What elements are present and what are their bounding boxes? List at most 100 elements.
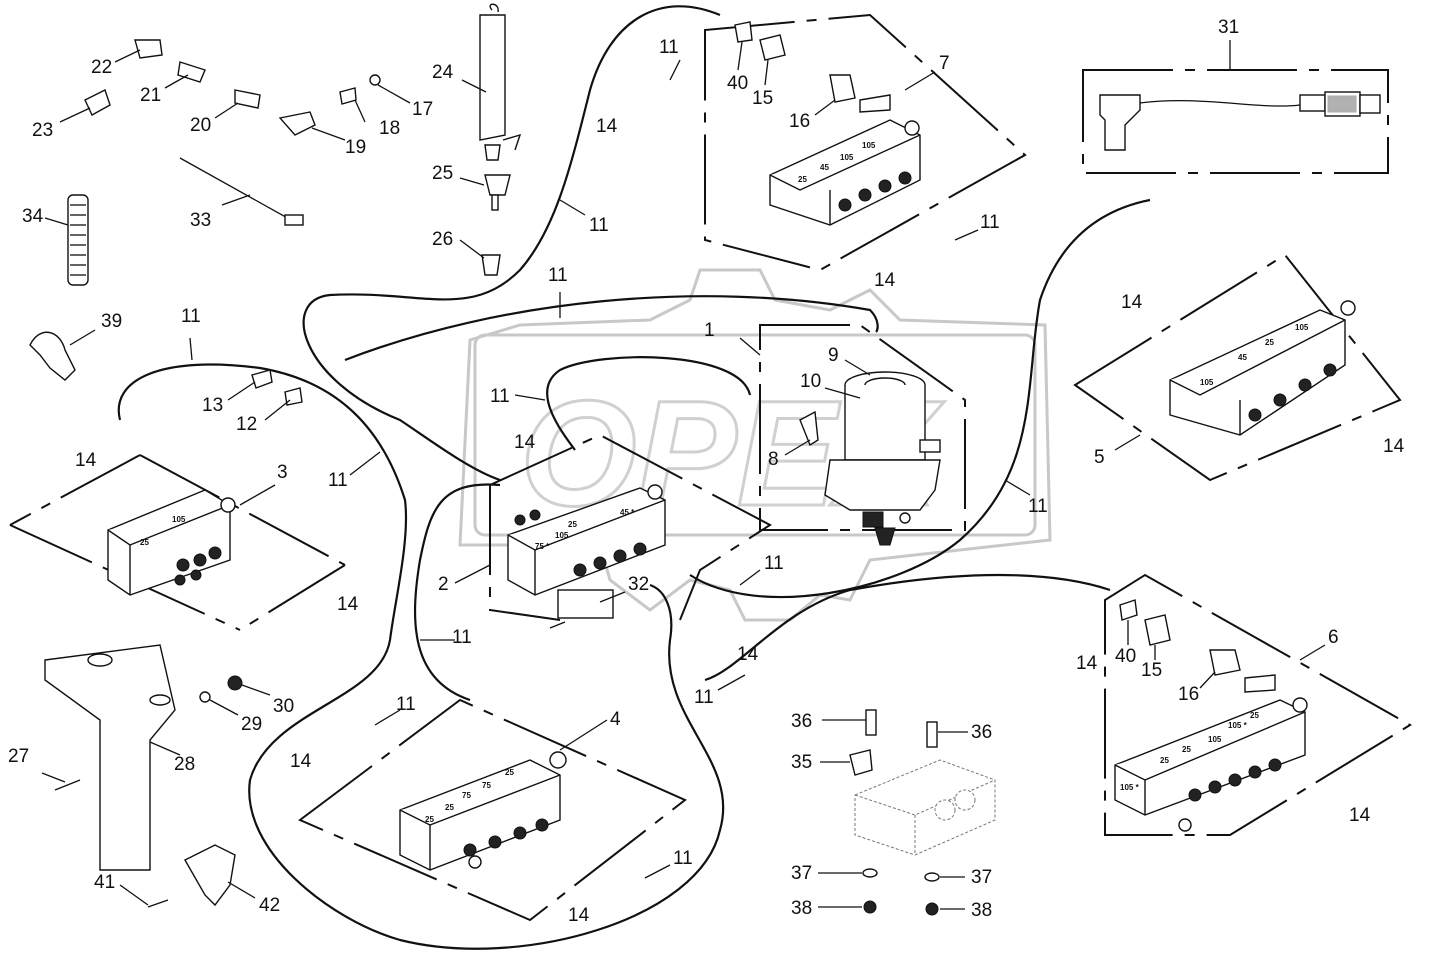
- callout-labels: 1 2 3 4 5 6 7 8 9 10 11 11 11 11 11 11 1…: [8, 17, 1405, 926]
- callout-42: 42: [259, 895, 280, 916]
- callout-38-a: 38: [791, 898, 812, 919]
- block-2-label-1: 45 *: [620, 508, 635, 517]
- callout-38-b: 38: [971, 900, 992, 921]
- callout-14-d: 14: [1383, 436, 1405, 457]
- block-6-label-4: 25: [1182, 745, 1191, 754]
- callout-28: 28: [174, 754, 195, 775]
- assembly-frames: [9, 13, 1412, 922]
- callout-41: 41: [94, 872, 115, 893]
- callout-1: 1: [704, 320, 715, 341]
- callout-11-k: 11: [694, 687, 714, 708]
- block-3-label-1: 105: [172, 515, 186, 524]
- block-4-label-5: 25: [425, 815, 434, 824]
- callout-14-k: 14: [290, 751, 312, 772]
- block-5-label-2: 25: [1265, 338, 1274, 347]
- callout-16-b: 16: [1178, 684, 1199, 705]
- callout-11-j: 11: [452, 627, 472, 648]
- callout-14-f: 14: [1349, 805, 1371, 826]
- callout-25: 25: [432, 163, 453, 184]
- block-4-label-4: 25: [445, 803, 454, 812]
- callout-9: 9: [828, 345, 839, 366]
- block-6-label-5: 25: [1160, 756, 1169, 765]
- callout-14-g: 14: [514, 432, 536, 453]
- block-7-label-3: 45: [820, 163, 829, 172]
- block-5-label-1: 105: [1295, 323, 1309, 332]
- block-7-label-2: 105: [840, 153, 854, 162]
- callout-22: 22: [91, 57, 112, 78]
- callout-19: 19: [345, 137, 366, 158]
- distributor-block-4: 25 75 75 25 25: [399, 751, 567, 871]
- callout-33: 33: [190, 210, 211, 231]
- callout-14-j: 14: [737, 644, 759, 665]
- callout-7: 7: [939, 53, 950, 74]
- callout-36-a: 36: [791, 711, 812, 732]
- callout-14-i: 14: [337, 594, 359, 615]
- callout-2: 2: [438, 574, 449, 595]
- callout-14-c: 14: [1121, 292, 1143, 313]
- block-6-label-2: 105 *: [1228, 721, 1248, 730]
- ghost-valve-assembly: [849, 709, 996, 916]
- block-6-label-3: 105: [1208, 735, 1222, 744]
- block-3-label-2: 25: [140, 538, 149, 547]
- callout-6: 6: [1328, 627, 1339, 648]
- callout-40-b: 40: [1115, 646, 1136, 667]
- block-2-label-4: 75 *: [535, 542, 550, 551]
- callout-11-b: 11: [589, 215, 609, 236]
- callout-20: 20: [190, 115, 211, 136]
- callout-14-h: 14: [75, 450, 97, 471]
- block-2-label-3: 105: [555, 531, 569, 540]
- callout-23: 23: [32, 120, 53, 141]
- callout-29: 29: [241, 714, 262, 735]
- callout-14-b: 14: [874, 270, 896, 291]
- callout-37-a: 37: [791, 863, 812, 884]
- callout-31: 31: [1218, 17, 1239, 38]
- callout-40-a: 40: [727, 73, 748, 94]
- distributor-block-7: 105 105 45 25: [769, 119, 921, 226]
- distributor-block-6: 25 105 * 105 25 25 105 *: [1114, 697, 1308, 832]
- block-6-label-6: 105 *: [1120, 783, 1140, 792]
- callout-14-l: 14: [568, 905, 590, 926]
- callout-11-l: 11: [396, 694, 416, 715]
- callout-17: 17: [412, 99, 433, 120]
- callout-14-e: 14: [1076, 653, 1098, 674]
- lubrication-pump: [799, 371, 941, 546]
- callout-8: 8: [768, 449, 779, 470]
- block-7-label-1: 105: [862, 141, 876, 150]
- callout-5: 5: [1094, 447, 1105, 468]
- callout-39: 39: [101, 311, 122, 332]
- callout-15-a: 15: [752, 88, 773, 109]
- callout-11-a: 11: [659, 37, 679, 58]
- callout-11-h: 11: [980, 212, 1000, 233]
- callout-11-i: 11: [764, 553, 784, 574]
- callout-16-a: 16: [789, 111, 810, 132]
- callout-11-e: 11: [490, 386, 510, 407]
- distributor-block-2: 45 * 25 105 75 *: [507, 484, 666, 629]
- callout-18: 18: [379, 118, 400, 139]
- callout-15-b: 15: [1141, 660, 1162, 681]
- callout-21: 21: [140, 85, 161, 106]
- block-5-label-3: 45: [1238, 353, 1247, 362]
- block-4-label-3: 75: [462, 791, 471, 800]
- callout-13: 13: [202, 395, 223, 416]
- callout-11-f: 11: [328, 470, 348, 491]
- sensor-cable: [1099, 91, 1381, 151]
- callout-3: 3: [277, 462, 288, 483]
- callout-36-b: 36: [971, 722, 992, 743]
- callout-26: 26: [432, 229, 453, 250]
- callout-37-b: 37: [971, 867, 992, 888]
- block-2-label-2: 25: [568, 520, 577, 529]
- callout-11-c: 11: [548, 265, 568, 286]
- callout-14-a: 14: [596, 116, 618, 137]
- block-6-label-1: 25: [1250, 711, 1259, 720]
- distributor-block-3: 105 25: [107, 489, 236, 596]
- callout-11-m: 11: [673, 848, 693, 869]
- callout-27: 27: [8, 746, 29, 767]
- hose-lines: [117, 5, 1151, 950]
- callout-32: 32: [628, 574, 649, 595]
- callout-11-d: 11: [181, 306, 201, 327]
- block-4-label-1: 25: [505, 768, 514, 777]
- callout-34: 34: [22, 206, 44, 227]
- block-7-label-4: 25: [798, 175, 807, 184]
- callout-10: 10: [800, 371, 821, 392]
